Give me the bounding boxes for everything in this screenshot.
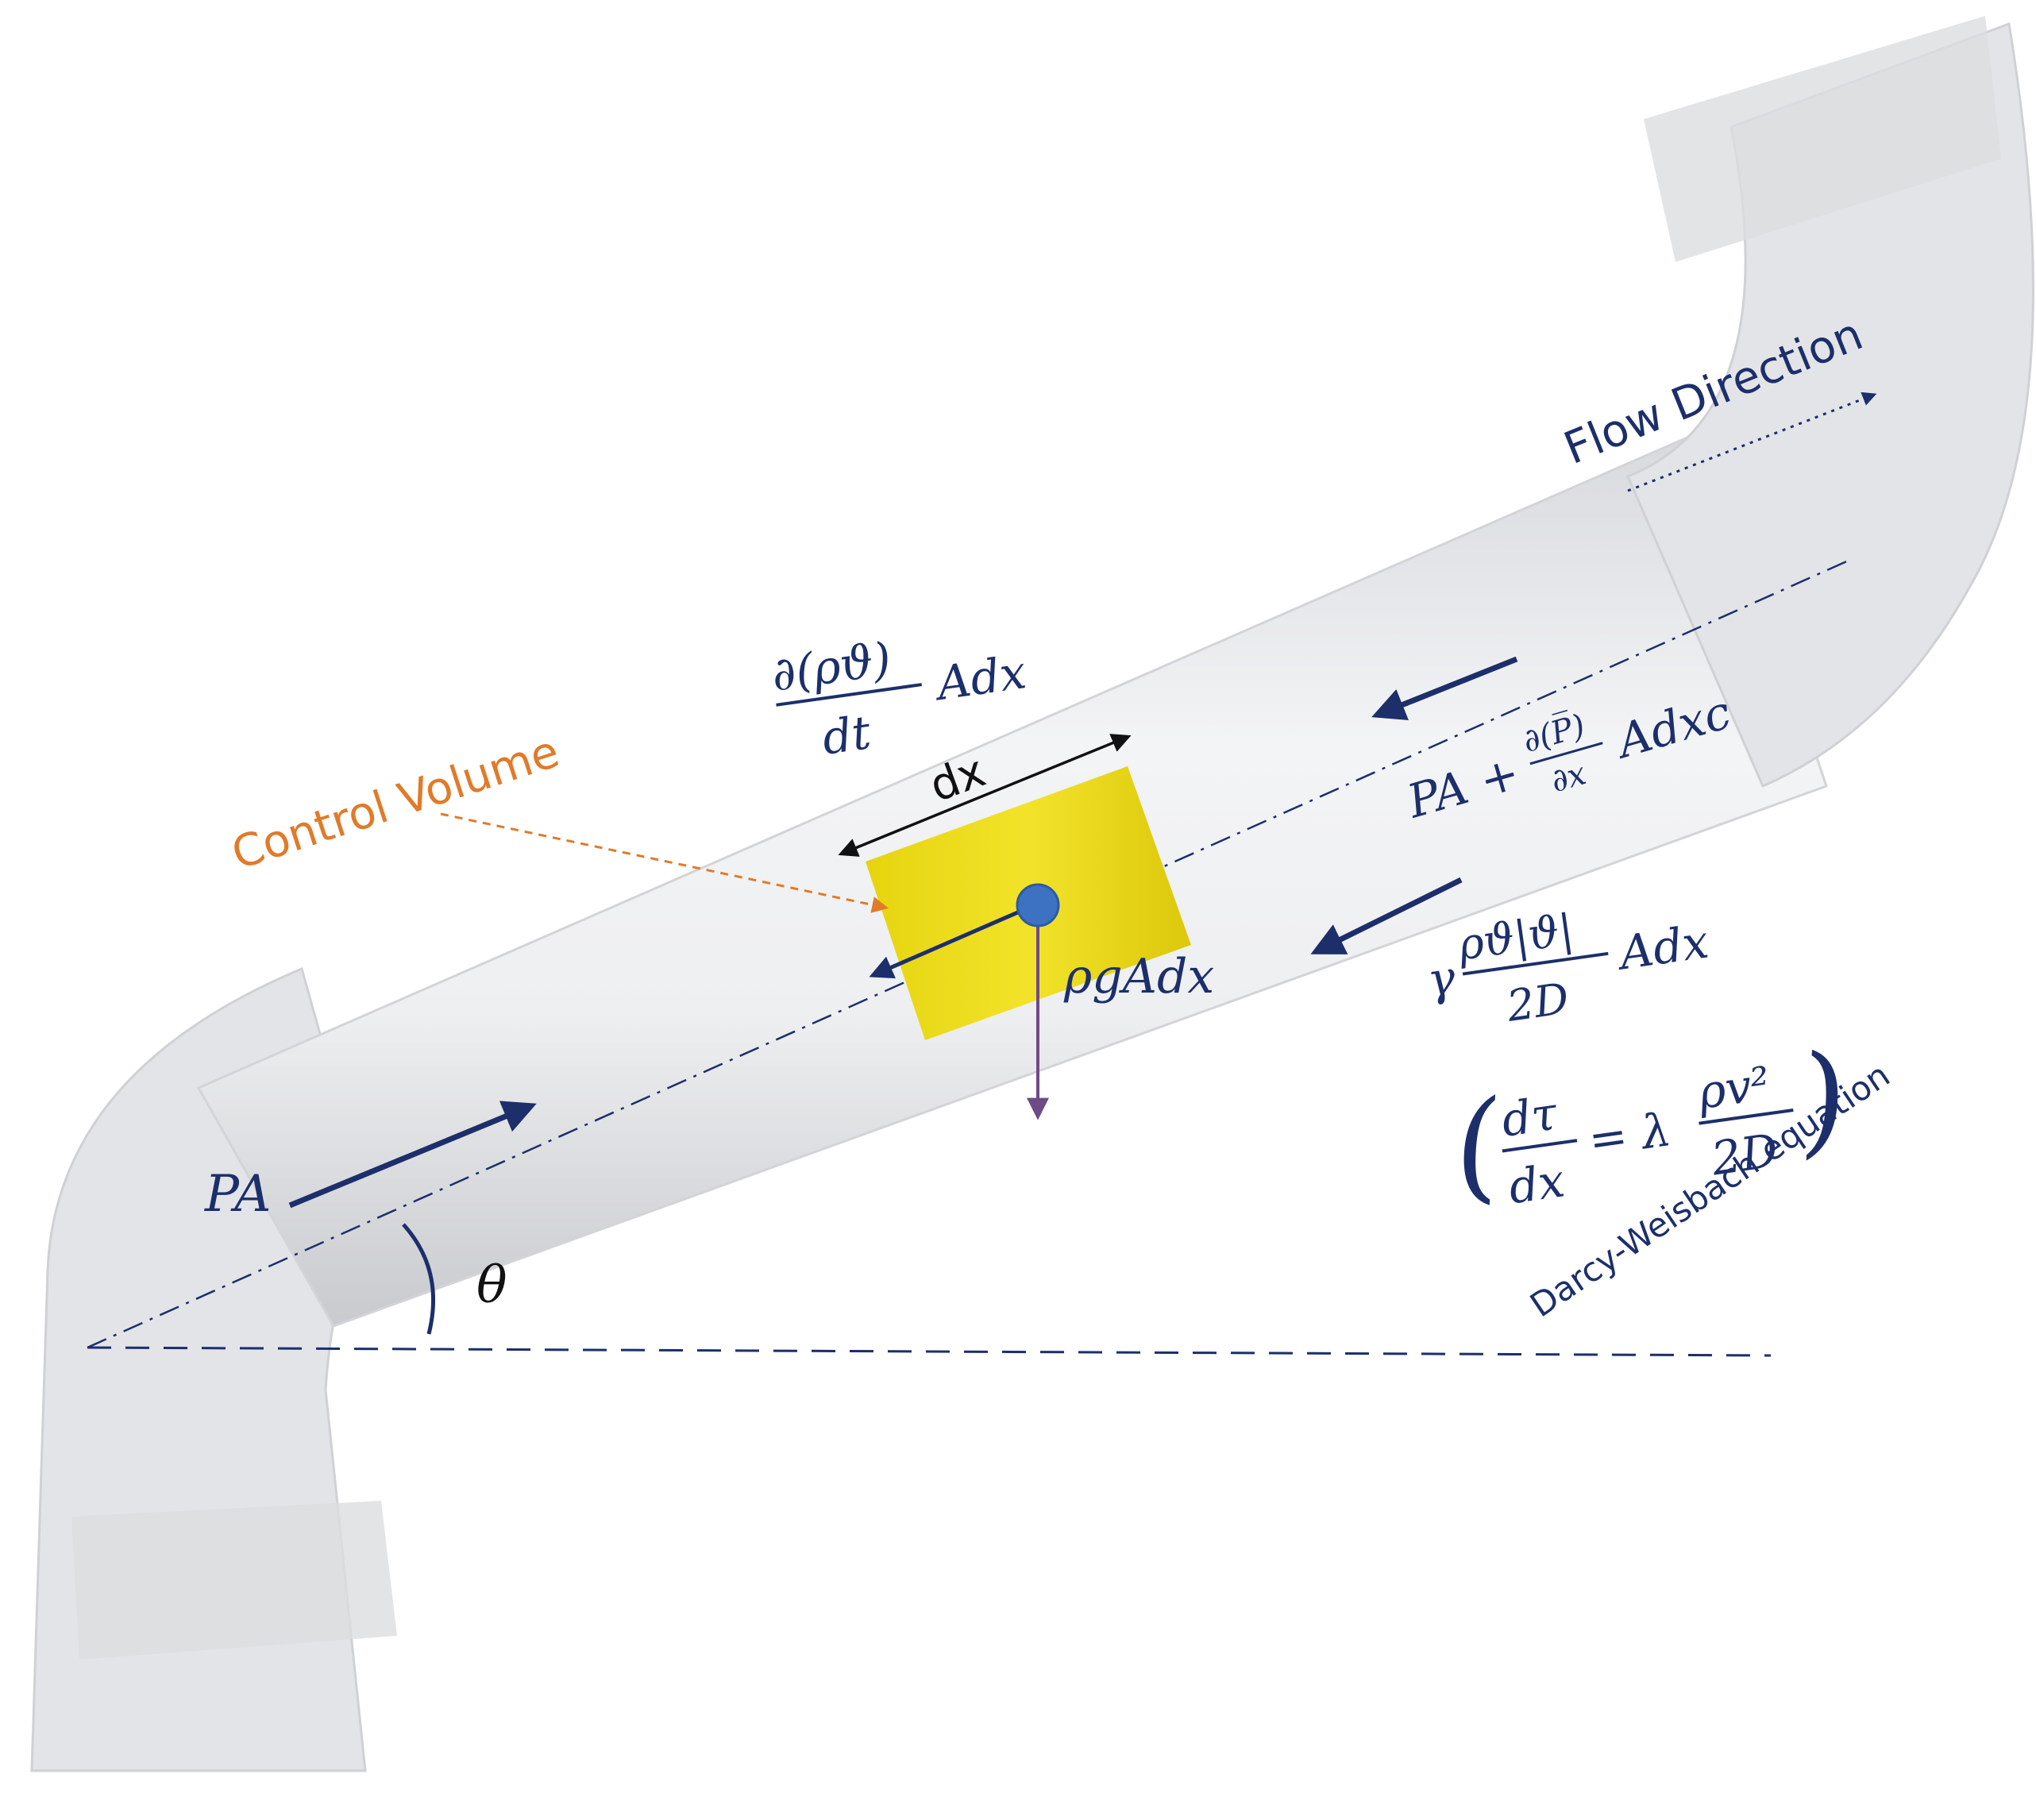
pressure-fraction-bar <box>1529 742 1603 765</box>
shear-equals: = λ <box>1585 1102 1674 1167</box>
friction-denominator: 2D <box>1503 974 1572 1031</box>
friction-gamma: γ <box>1424 950 1459 1007</box>
momentum-term: ∂(ρϑ) dt Adx <box>768 632 1029 765</box>
friction-fraction-bar <box>1462 951 1609 976</box>
friction-term: γ ρϑ|ϑ| 2D Adx <box>1424 904 1712 1031</box>
momentum-suffix: Adx <box>930 645 1029 711</box>
pipe-elbow-top <box>1626 21 2034 788</box>
pa-inlet-arrow <box>288 1101 537 1209</box>
pipe-elbow-top-band <box>1644 16 2001 262</box>
control-volume-label: Control Volume <box>226 726 565 880</box>
shear-rhs-numerator: ρv² <box>1694 1056 1773 1120</box>
shear-rhs-denominator: 2D <box>1707 1124 1781 1186</box>
pipe-elbow-bottom-band <box>71 1501 397 1660</box>
shear-rhs-fraction-bar <box>1699 1108 1794 1125</box>
shear-numerator: dτ <box>1498 1086 1561 1147</box>
horizontal-reference-line <box>87 1346 1772 1357</box>
pa-label: PA <box>204 1165 271 1224</box>
friction-arrow <box>1310 877 1463 954</box>
friction-suffix: Adx <box>1613 914 1712 981</box>
control-volume-leader <box>440 812 889 913</box>
inner-shear-arrow <box>869 901 1039 979</box>
flow-direction-arrow <box>1627 391 1877 492</box>
theta-label: θ <box>476 1256 507 1315</box>
pressure-outlet-arrow <box>1371 656 1518 721</box>
momentum-fraction-bar <box>776 683 922 707</box>
gravity-term-label: ρgAdx <box>1063 949 1214 1004</box>
center-of-mass-dot <box>1016 883 1060 927</box>
shear-fraction-bar <box>1502 1139 1578 1153</box>
dx-dimension-arrow <box>838 734 1132 857</box>
pressure-term: PA + ∂(P̅) ∂x Adxc <box>1401 685 1737 829</box>
theta-arc <box>402 1223 435 1335</box>
shear-denominator: dx <box>1506 1153 1568 1214</box>
momentum-denominator: dt <box>819 705 874 765</box>
